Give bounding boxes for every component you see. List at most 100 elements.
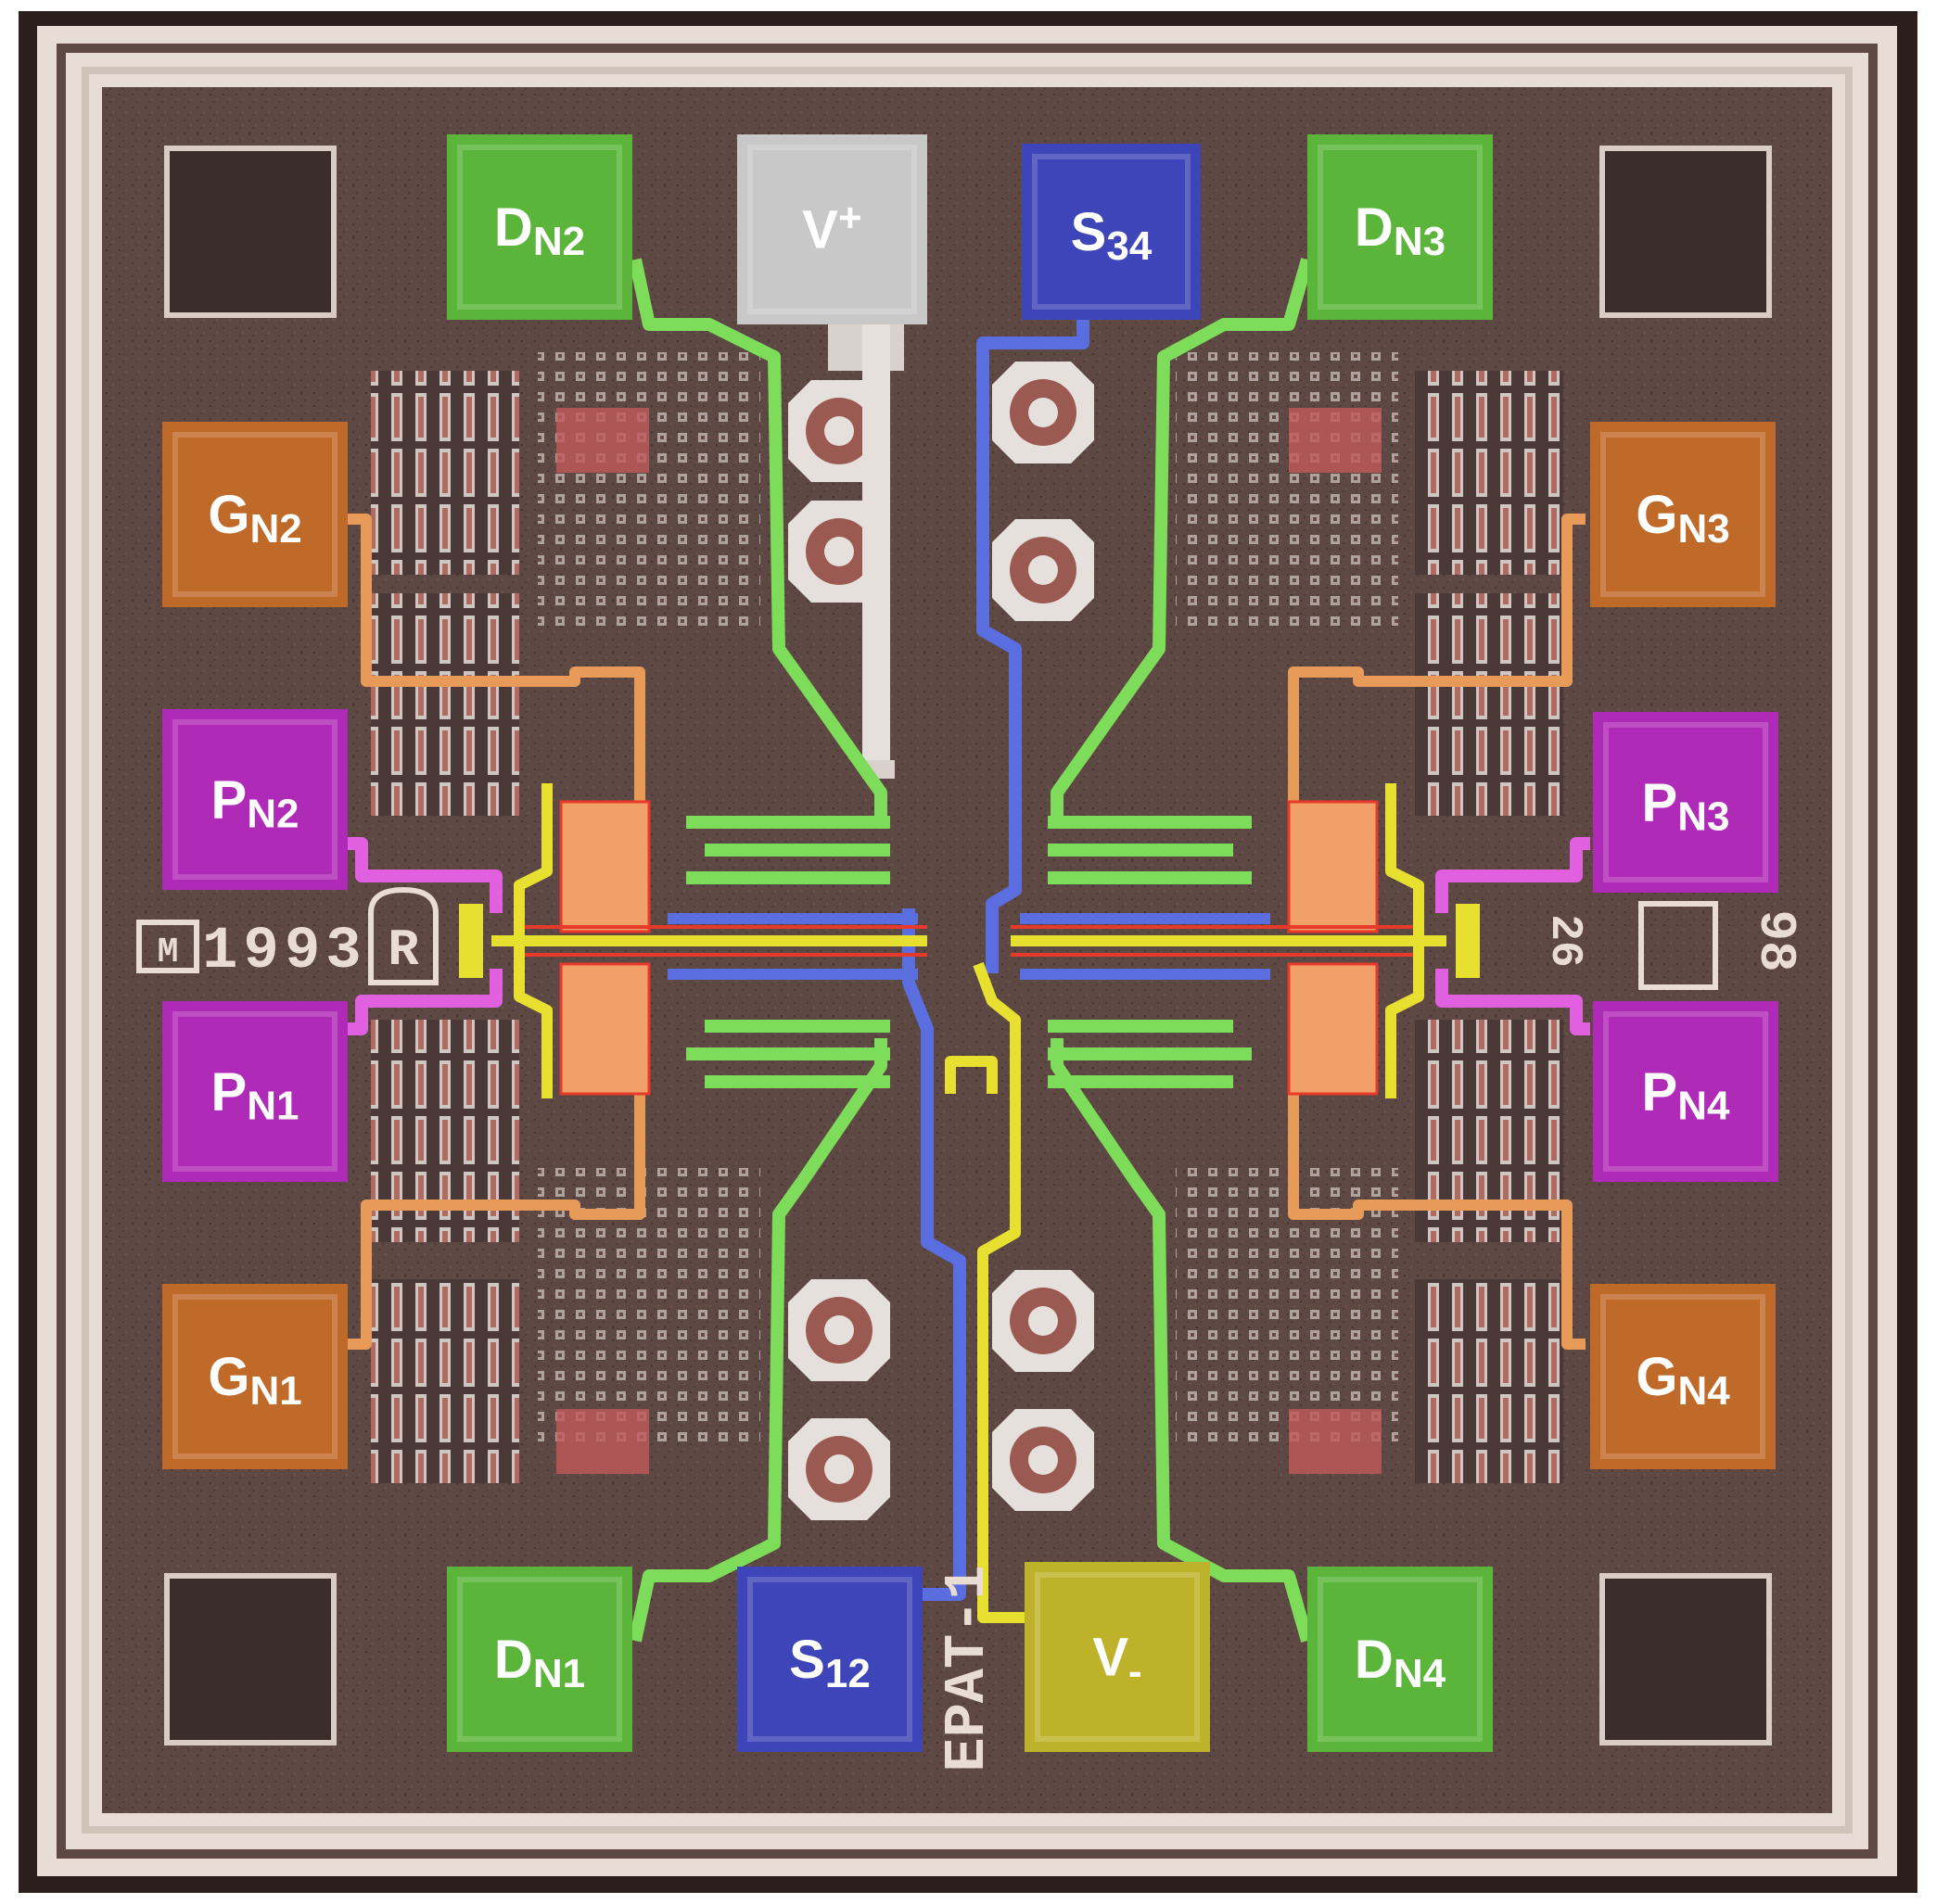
pad-s12-rim — [747, 1577, 912, 1742]
trace-vplus — [828, 324, 904, 779]
corner-code-box — [1638, 901, 1718, 990]
finger — [1020, 969, 1270, 980]
pad-label-sub: N4 — [1677, 1368, 1730, 1414]
pad-v-minus-plate — [1025, 1562, 1210, 1752]
trace-gn1 — [348, 1066, 645, 1350]
pad-label-sub: N3 — [1394, 219, 1446, 264]
pad-label-sub: N2 — [247, 792, 299, 837]
array-block — [1415, 1279, 1563, 1483]
central-vias — [788, 362, 1094, 1520]
pad-gn2-rim — [172, 432, 338, 597]
pad-dn2-label: DN2 — [494, 197, 585, 264]
gate-traces — [348, 514, 1586, 1350]
pad-label-main: V — [802, 200, 838, 260]
array-block — [1415, 593, 1563, 816]
gate-plate — [1287, 800, 1379, 933]
pad-gn1-plate — [162, 1284, 348, 1469]
pad-pn2-label: PN2 — [211, 770, 299, 837]
pad-gn2-label: GN2 — [208, 485, 301, 552]
pad-gn4: GN4 — [1590, 1284, 1776, 1469]
via — [992, 362, 1094, 463]
pad-label-sub: + — [838, 196, 862, 241]
pad-gn1: GN1 — [162, 1284, 348, 1469]
pad-label-main: S — [1071, 202, 1107, 262]
source-fingers — [668, 913, 1270, 980]
pad-label-sub: N1 — [247, 1084, 299, 1129]
pad-label-sub: 12 — [825, 1651, 871, 1696]
pad-label-main: D — [1355, 197, 1394, 258]
pad-label-main: G — [208, 485, 249, 545]
gate-red-lines — [519, 925, 1419, 957]
pad-label-sub: N1 — [249, 1368, 301, 1414]
pad-s34-plate — [1022, 144, 1201, 320]
trace-dn2 — [629, 258, 887, 816]
pad-gn1-rim — [172, 1294, 338, 1459]
corner-code-right: 26 — [1539, 914, 1589, 968]
gate-plate — [1287, 962, 1379, 1096]
pad-dn3-rim — [1318, 145, 1483, 310]
trace-gn2 — [348, 514, 645, 816]
copyright-mark: M — [158, 933, 179, 972]
logo-shield — [368, 886, 439, 985]
corner-pad-bottom-right — [1599, 1573, 1772, 1745]
finger — [1048, 1020, 1233, 1033]
pad-pn1-plate — [162, 1001, 348, 1182]
pad-pn3-label: PN3 — [1642, 773, 1730, 840]
finger — [705, 1020, 890, 1033]
via — [788, 1418, 890, 1520]
via — [992, 519, 1094, 621]
pad-label-main: P — [211, 770, 248, 831]
pad-s34-label: S34 — [1071, 202, 1153, 269]
pad-label-sub: N4 — [1677, 1084, 1730, 1129]
p-traces — [348, 837, 1590, 1035]
trace-gn3 — [1288, 514, 1586, 816]
die-seal-ring-inner — [57, 44, 1878, 1859]
pad-dn1-rim — [457, 1577, 622, 1742]
via — [992, 1409, 1094, 1511]
pad-dn2: DN2 — [447, 134, 632, 320]
finger — [1048, 1075, 1233, 1088]
trace-pn2 — [348, 837, 503, 913]
gate-plates — [559, 800, 1379, 1096]
finger — [668, 913, 918, 924]
pad-gn4-plate — [1590, 1284, 1776, 1469]
pad-label-main: D — [1355, 1630, 1394, 1690]
pad-gn1-label: GN1 — [208, 1347, 301, 1414]
pad-pn2: PN2 — [162, 709, 348, 890]
finger — [1048, 1047, 1252, 1060]
die-seal-ring-inner-2 — [82, 67, 1853, 1834]
pad-dn1: DN1 — [447, 1567, 632, 1752]
pad-s12: S12 — [737, 1567, 923, 1752]
pad-label-main: G — [1636, 485, 1677, 545]
pad-label-main: P — [1642, 1062, 1678, 1123]
contact-field — [1176, 352, 1398, 630]
finger — [686, 871, 890, 884]
trace-yellow-loop — [1385, 783, 1424, 1098]
pad-label-main: G — [1636, 1347, 1677, 1407]
via — [992, 1270, 1094, 1372]
pad-s12-plate — [737, 1567, 923, 1752]
drain-fingers — [686, 816, 1252, 1088]
corner-pad-top-right — [1599, 146, 1772, 318]
pad-label-sub: N2 — [533, 219, 585, 264]
pad-gn4-rim — [1600, 1294, 1765, 1459]
pad-dn3-label: DN3 — [1355, 197, 1446, 264]
copyright-box — [136, 920, 199, 973]
pad-pn3: PN3 — [1593, 712, 1778, 893]
trace-dn3 — [1051, 258, 1314, 816]
trace-pn1 — [348, 969, 503, 1035]
pad-dn2-rim — [457, 145, 622, 310]
pad-pn2-plate — [162, 709, 348, 890]
pad-pn3-plate — [1593, 712, 1778, 893]
finger — [1048, 871, 1252, 884]
pad-label-sub: N4 — [1394, 1651, 1446, 1696]
pad-gn2: GN2 — [162, 422, 348, 607]
trace-vplus-bus — [862, 324, 890, 760]
finger — [686, 1047, 890, 1060]
pad-v-minus: V- — [1025, 1562, 1210, 1752]
pad-label-main: V — [1092, 1628, 1128, 1688]
array-block — [371, 593, 519, 816]
via — [788, 1279, 890, 1381]
pad-pn4-rim — [1603, 1011, 1768, 1172]
